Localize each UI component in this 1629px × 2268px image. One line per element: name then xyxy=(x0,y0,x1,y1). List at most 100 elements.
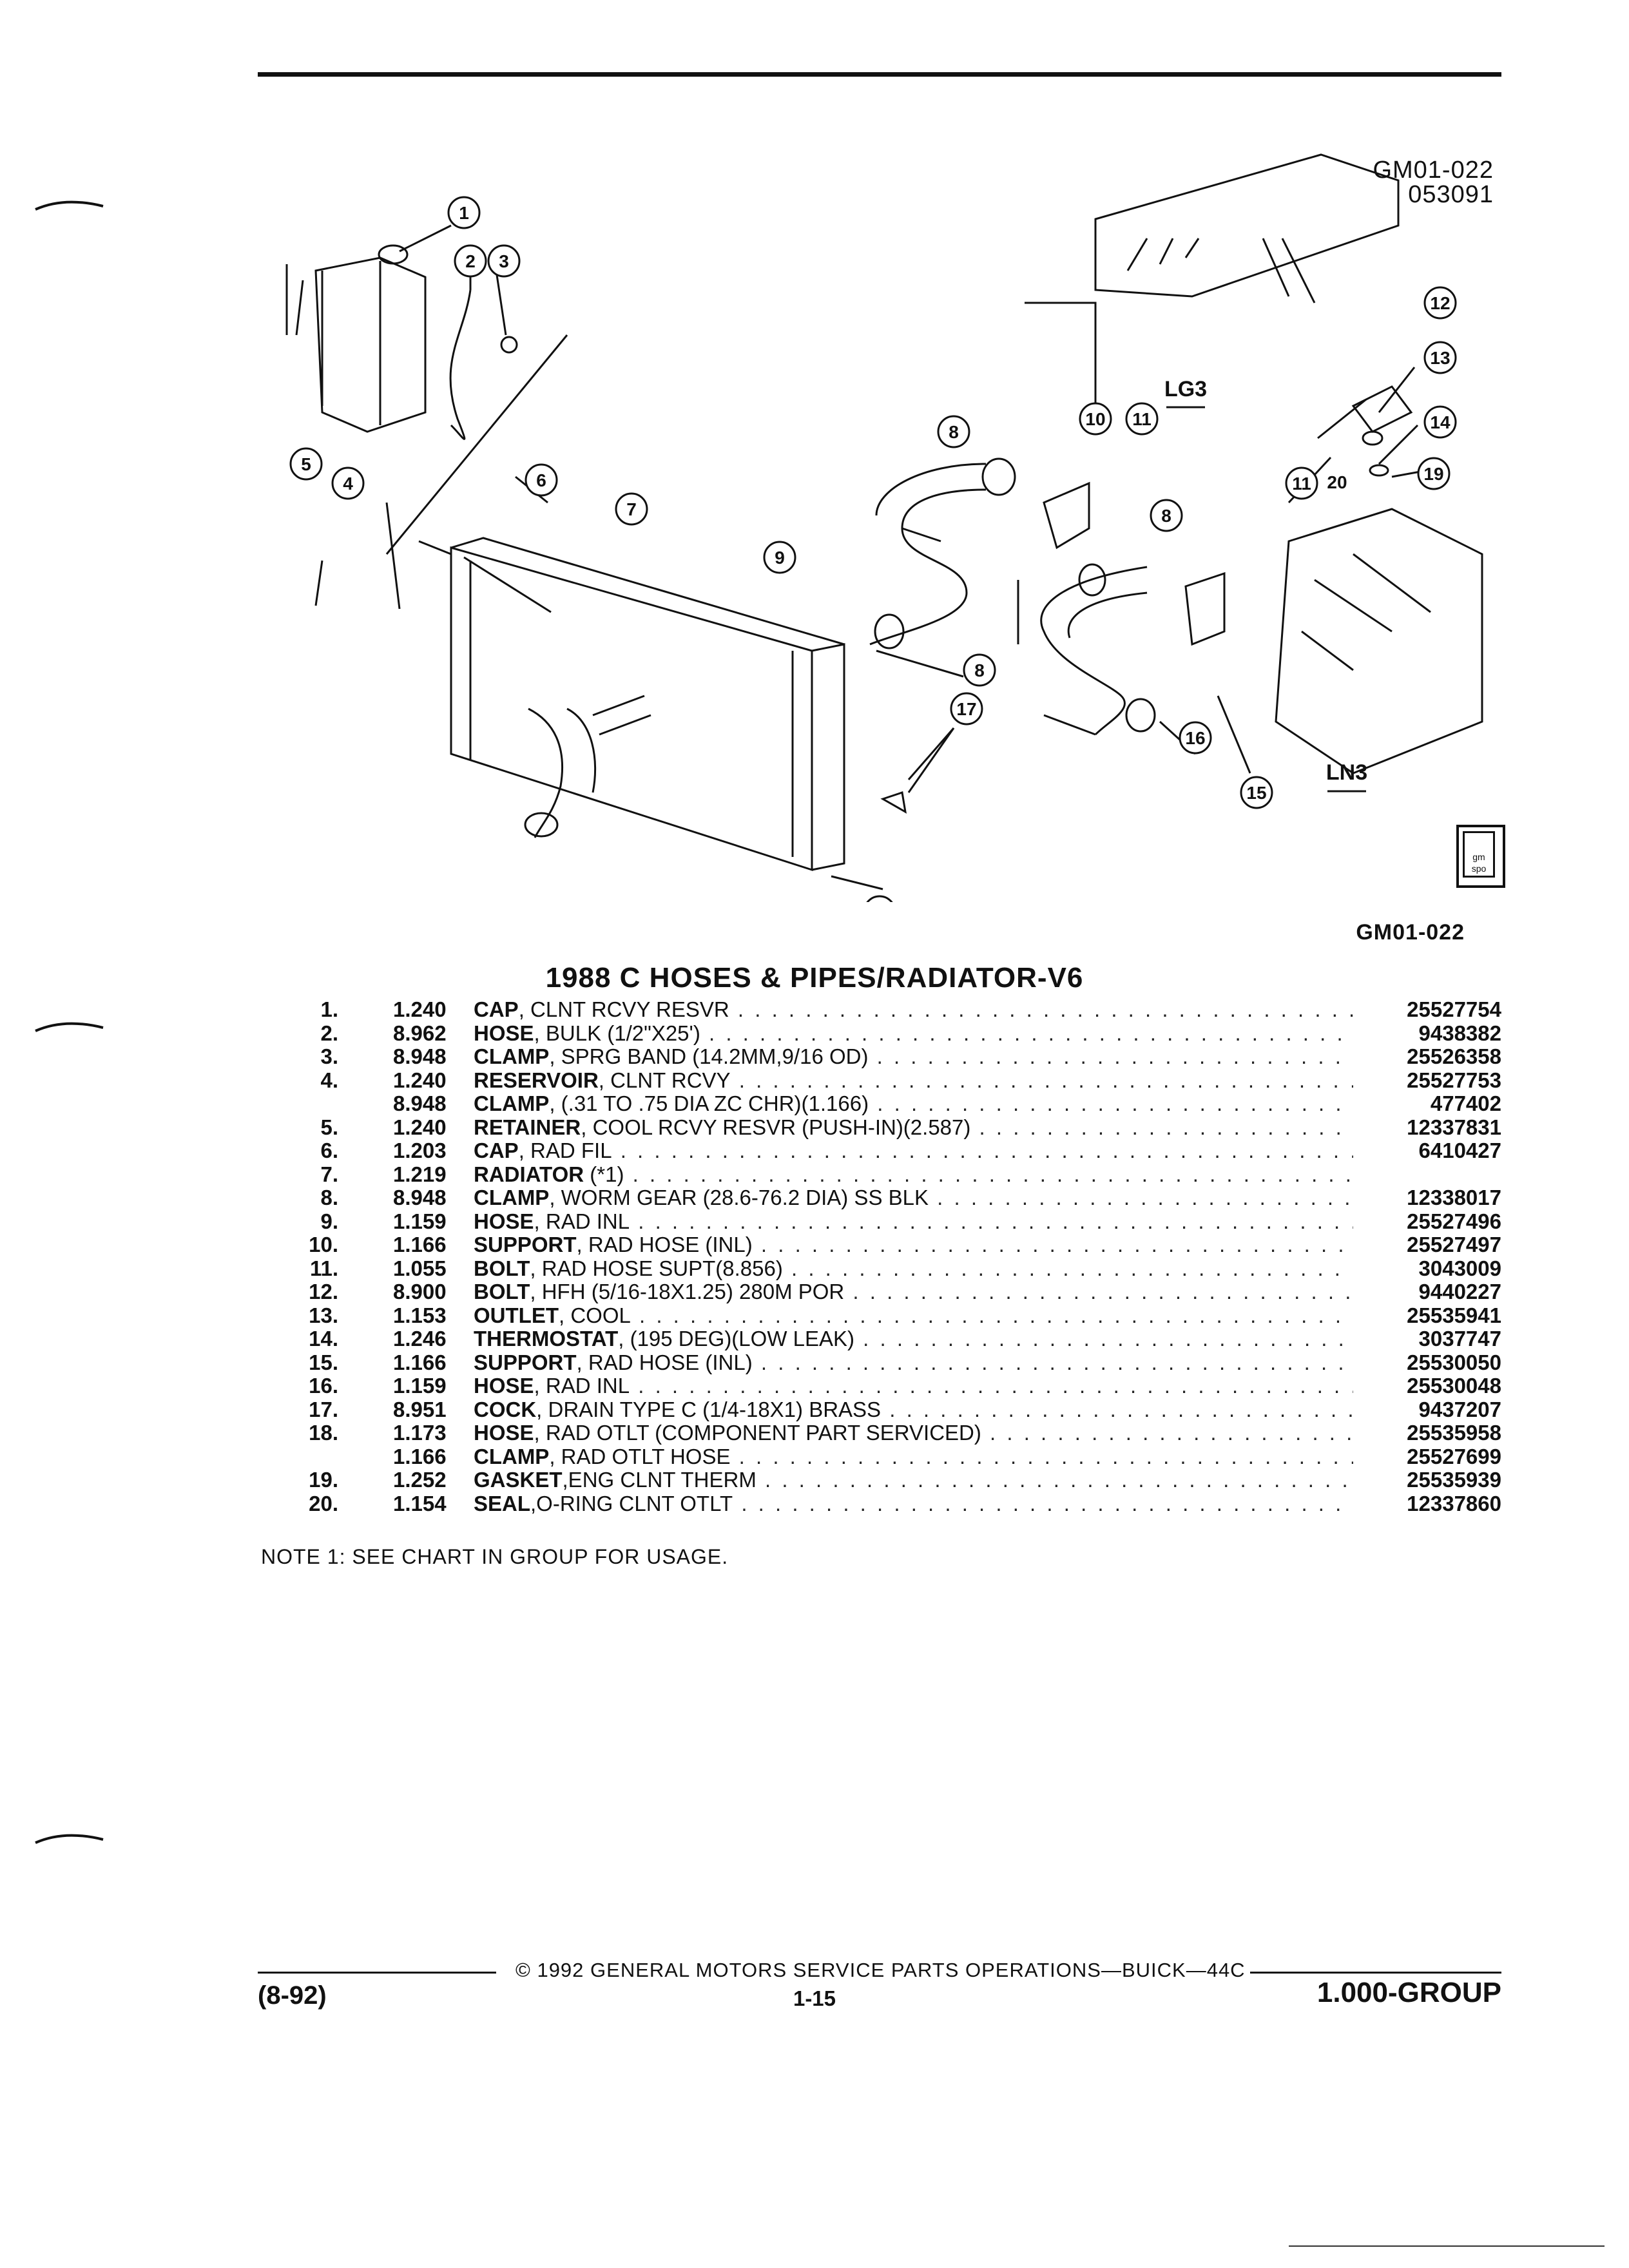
item-number: 11. xyxy=(309,1256,338,1280)
callout-18: 18 xyxy=(866,895,893,902)
part-name: OUTLET xyxy=(474,1303,559,1327)
part-desc-detail: , COOL RCVY RESVR (PUSH-IN)(2.587) xyxy=(581,1115,971,1139)
callout-12: 12 xyxy=(1423,286,1457,320)
part-desc-detail: , RAD OTLT (COMPONENT PART SERVICED) xyxy=(534,1421,981,1445)
item-number: 8. xyxy=(320,1186,338,1209)
part-number: 25530048 xyxy=(1407,1374,1501,1398)
group-code: 1.166 xyxy=(393,1444,447,1468)
group-code: 1.240 xyxy=(393,997,447,1021)
leader-dots: . . . . . . . . . . . . . . . . . . . . … xyxy=(638,1209,1353,1233)
item-number: 6. xyxy=(320,1139,338,1162)
item-number: 12. xyxy=(309,1280,338,1303)
group-code: 1.173 xyxy=(393,1421,447,1445)
leader-dots: . . . . . . . . . . . . . . . . . . . . … xyxy=(620,1139,1353,1162)
part-number: 3043009 xyxy=(1418,1256,1501,1280)
group-code: 1.240 xyxy=(393,1115,447,1139)
svg-text:3: 3 xyxy=(499,251,509,271)
svg-text:5: 5 xyxy=(301,454,311,474)
callout-11: 11 xyxy=(1285,466,1318,500)
part-number: 6410427 xyxy=(1418,1139,1501,1162)
part-number: 25527753 xyxy=(1407,1068,1501,1092)
callout-2: 2 xyxy=(454,244,487,278)
part-description: CLAMP, WORM GEAR (28.6-76.2 DIA) SS BLK … xyxy=(474,1186,1353,1209)
callout-14: 14 xyxy=(1423,405,1457,439)
outlet-hose-shape xyxy=(528,707,597,838)
group-code: 1.203 xyxy=(393,1139,447,1162)
callout-3: 3 xyxy=(487,244,521,278)
part-description: HOSE, RAD INL . . . . . . . . . . . . . … xyxy=(474,1374,1353,1398)
usage-note: NOTE 1: SEE CHART IN GROUP FOR USAGE. xyxy=(261,1545,729,1568)
callout-11: 11 xyxy=(1125,402,1159,436)
part-description: BOLT, HFH (5/16-18X1.25) 280M POR . . . … xyxy=(474,1280,1353,1303)
parts-list: 1. 1.240 CAP, CLNT RCVY RESVR . . . . . . … xyxy=(258,998,1501,1515)
part-name: HOSE xyxy=(474,1374,534,1398)
part-name: BOLT xyxy=(474,1280,530,1303)
part-name: SUPPORT xyxy=(474,1233,577,1256)
margin-mark xyxy=(35,200,104,211)
part-description: CLAMP, SPRG BAND (14.2MM,9/16 OD) . . . … xyxy=(474,1045,1353,1068)
part-number: 477402 xyxy=(1430,1091,1501,1115)
part-description: RETAINER, COOL RCVY RESVR (PUSH-IN)(2.58… xyxy=(474,1116,1353,1139)
part-name: HOSE xyxy=(474,1021,534,1045)
part-desc-detail: , BULK (1/2"X25') xyxy=(534,1021,700,1045)
callout-8: 8 xyxy=(1150,499,1183,532)
group-code: 1.166 xyxy=(393,1233,447,1256)
reservoir-shape xyxy=(314,256,427,433)
footer-group: 1.000-GROUP xyxy=(1316,1977,1501,2008)
item-number: 19. xyxy=(309,1468,338,1492)
part-desc-detail: , RAD OTLT HOSE xyxy=(549,1445,731,1468)
callout-17: 17 xyxy=(950,692,983,726)
svg-text:14: 14 xyxy=(1430,412,1451,432)
item-number: 13. xyxy=(309,1303,338,1327)
leader-dots: . . . . . . . . . . . . . . . . . . . . … xyxy=(638,1374,1353,1398)
margin-mark xyxy=(35,1022,104,1032)
part-description: SUPPORT, RAD HOSE (INL) . . . . . . . . … xyxy=(474,1351,1353,1374)
group-code: 1.219 xyxy=(393,1162,447,1186)
callout-5: 5 xyxy=(289,447,323,481)
svg-text:7: 7 xyxy=(626,499,637,519)
leader-dots: . . . . . . . . . . . . . . . . . . . . … xyxy=(877,1092,1353,1115)
callout-15: 15 xyxy=(1240,776,1273,809)
leader-dots: . . . . . . . . . . . . . . . . . . . . … xyxy=(765,1468,1353,1492)
item-number: 2. xyxy=(320,1021,338,1045)
part-number: 12337831 xyxy=(1407,1115,1501,1139)
item-number: 14. xyxy=(309,1327,338,1350)
part-desc-detail: , CLNT RCVY RESVR xyxy=(518,998,729,1021)
leader-dots: . . . . . . . . . . . . . . . . . . . . … xyxy=(738,1445,1353,1468)
part-name: CLAMP xyxy=(474,1445,550,1468)
group-code: 1.154 xyxy=(393,1491,447,1515)
svg-text:4: 4 xyxy=(343,474,353,494)
part-number: 25527754 xyxy=(1407,997,1501,1021)
callout-19: 19 xyxy=(1417,457,1451,490)
leader-dots: . . . . . . . . . . . . . . . . . . . . … xyxy=(738,1068,1353,1092)
part-name: HOSE xyxy=(474,1209,534,1233)
callout-13: 13 xyxy=(1423,341,1457,374)
svg-text:19: 19 xyxy=(1423,464,1443,484)
part-number: 25535958 xyxy=(1407,1421,1501,1445)
item-number: 1. xyxy=(320,997,338,1021)
part-name: CLAMP xyxy=(474,1092,550,1115)
figure-code: GM01-022 xyxy=(1356,920,1465,945)
part-desc-detail: , RAD HOSE SUPT(8.856) xyxy=(530,1256,783,1280)
header-rule xyxy=(258,72,1501,77)
group-code: 1.240 xyxy=(393,1068,447,1092)
part-name: GASKET xyxy=(474,1468,563,1492)
leader-dots: . . . . . . . . . . . . . . . . . . . . … xyxy=(708,1021,1353,1045)
leader-dots: . . . . . . . . . . . . . . . . . . . . … xyxy=(876,1045,1353,1068)
leader-dots: . . . . . . . . . . . . . . . . . . . . … xyxy=(737,998,1353,1021)
lower-hose-shape xyxy=(1040,566,1148,736)
exploded-parts-drawing: 1 2 3 4 5 6 7 8 8 8 9 10 11 11 12 13 14 … xyxy=(285,153,1483,902)
part-name: THERMOSTAT xyxy=(474,1327,619,1350)
item-number: 7. xyxy=(320,1162,338,1186)
part-desc-detail: , RAD HOSE (INL) xyxy=(576,1233,753,1256)
part-description: CAP, CLNT RCVY RESVR . . . . . . . . . .… xyxy=(474,998,1353,1021)
leader-dots: . . . . . . . . . . . . . . . . . . . . … xyxy=(853,1280,1353,1303)
gm-spo-logo: gm spo xyxy=(1456,825,1505,888)
